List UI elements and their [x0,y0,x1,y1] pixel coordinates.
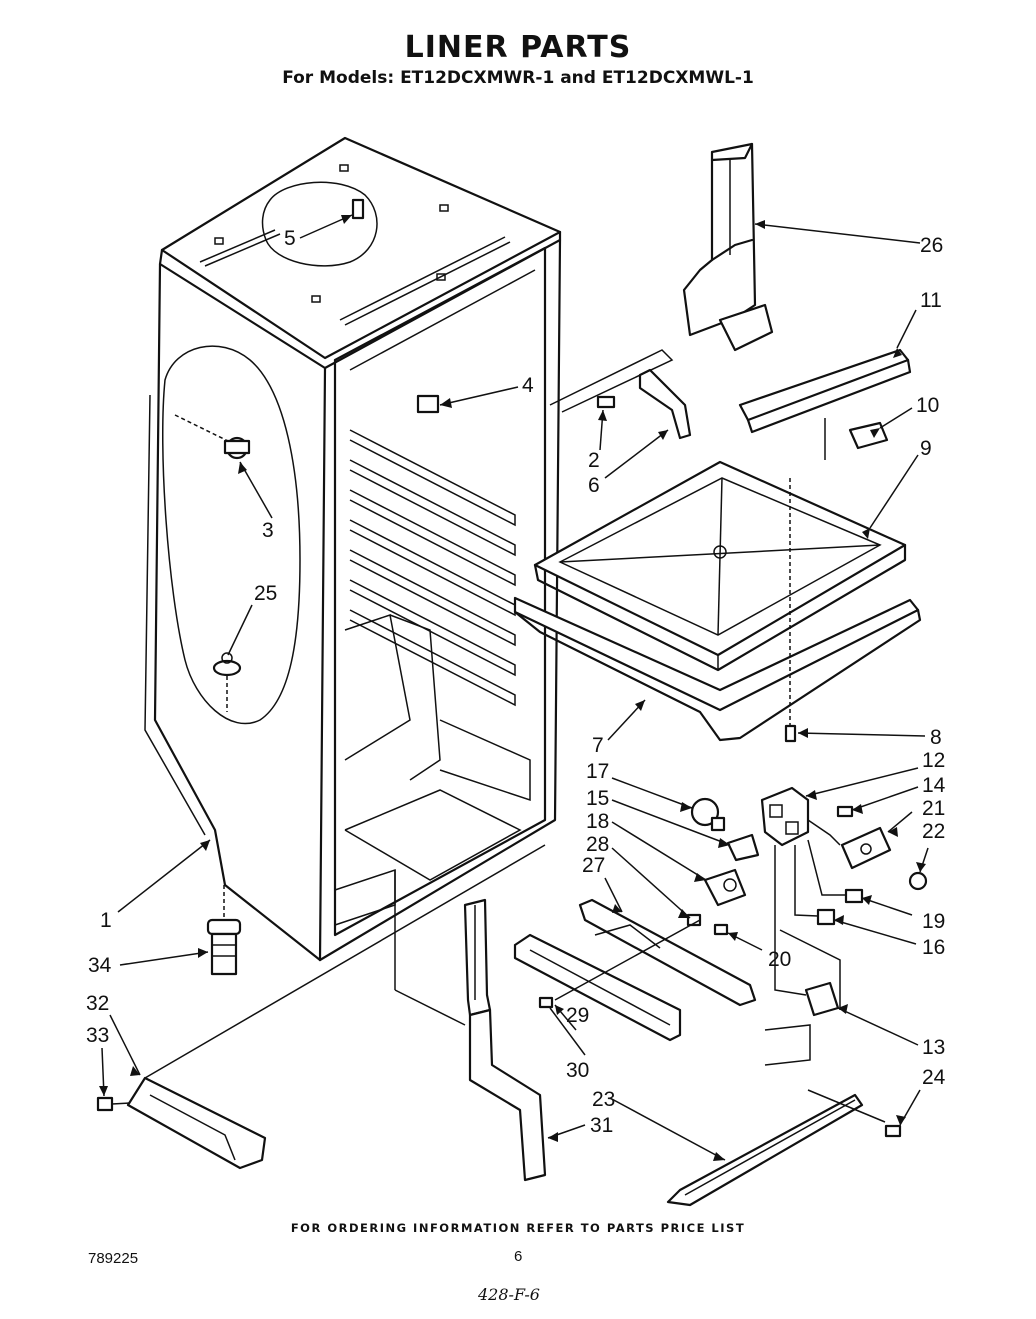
lamp-socket-parts-drawing [690,797,760,907]
callout-2: 2 [588,449,600,472]
callout-15: 15 [586,787,609,810]
bracket-27-29-drawing [513,898,757,1042]
callout-13: 13 [922,1036,945,1059]
callout-11: 11 [920,289,942,312]
callout-3: 3 [262,519,274,542]
callout-17: 17 [586,760,609,783]
callout-28: 28 [586,833,609,856]
document-number: 789225 [88,1250,139,1267]
screw-8-drawing [784,418,826,743]
divider-31-drawing [394,870,547,1182]
callout-27: 27 [582,854,605,877]
toe-grille-23-drawing [666,1089,902,1207]
callout-19: 19 [922,910,945,933]
callout-22: 22 [922,820,945,843]
callout-12: 12 [922,749,945,772]
leader-lines [101,214,929,1161]
cabinet-liner-drawing [144,136,562,962]
ordering-info-note: FOR ORDERING INFORMATION REFER TO PARTS … [290,1221,746,1235]
shelf-7-drawing [513,596,922,742]
callout-9: 9 [920,437,932,460]
callout-20: 20 [768,948,791,971]
hinge-32-drawing [96,844,546,1170]
callout-14: 14 [922,774,946,797]
callout-6: 6 [588,474,600,497]
handwritten-note: 428-F-6 [478,1285,540,1304]
callout-25: 25 [254,582,277,605]
callout-30: 30 [566,1059,589,1082]
bracket-2-6-drawing [549,349,692,440]
callout-5: 5 [284,227,296,250]
leader-arrowheads [99,215,926,1161]
liner-small-parts [174,198,440,712]
callout-10: 10 [916,394,939,417]
duct-26-drawing [682,142,774,352]
callout-21: 21 [922,797,945,820]
callout-26: 26 [920,234,943,257]
rail-11-drawing [738,348,912,434]
leveler-34-drawing [206,885,242,976]
shelf-9-drawing [533,460,907,672]
callout-31: 31 [590,1114,613,1137]
callout-8: 8 [930,726,942,749]
callout-23: 23 [592,1088,615,1111]
callout-24: 24 [922,1066,946,1089]
callout-1: 1 [100,909,112,932]
callout-18: 18 [586,810,609,833]
callout-7: 7 [592,734,604,757]
callout-33: 33 [86,1024,109,1047]
callout-34: 34 [88,954,112,977]
callout-labels: 1 2 3 4 5 6 7 8 9 10 11 12 13 14 15 16 1… [86,227,946,1137]
model-subtitle: For Models: ET12DCXMWR-1 and ET12DCXMWL-… [282,68,754,88]
callout-32: 32 [86,992,109,1015]
light-housing-parts-drawing [760,786,928,1066]
page-number: 6 [514,1248,523,1265]
callout-16: 16 [922,936,945,959]
callout-29: 29 [566,1004,589,1027]
callout-4: 4 [522,374,534,397]
page-title: LINER PARTS [404,30,632,65]
